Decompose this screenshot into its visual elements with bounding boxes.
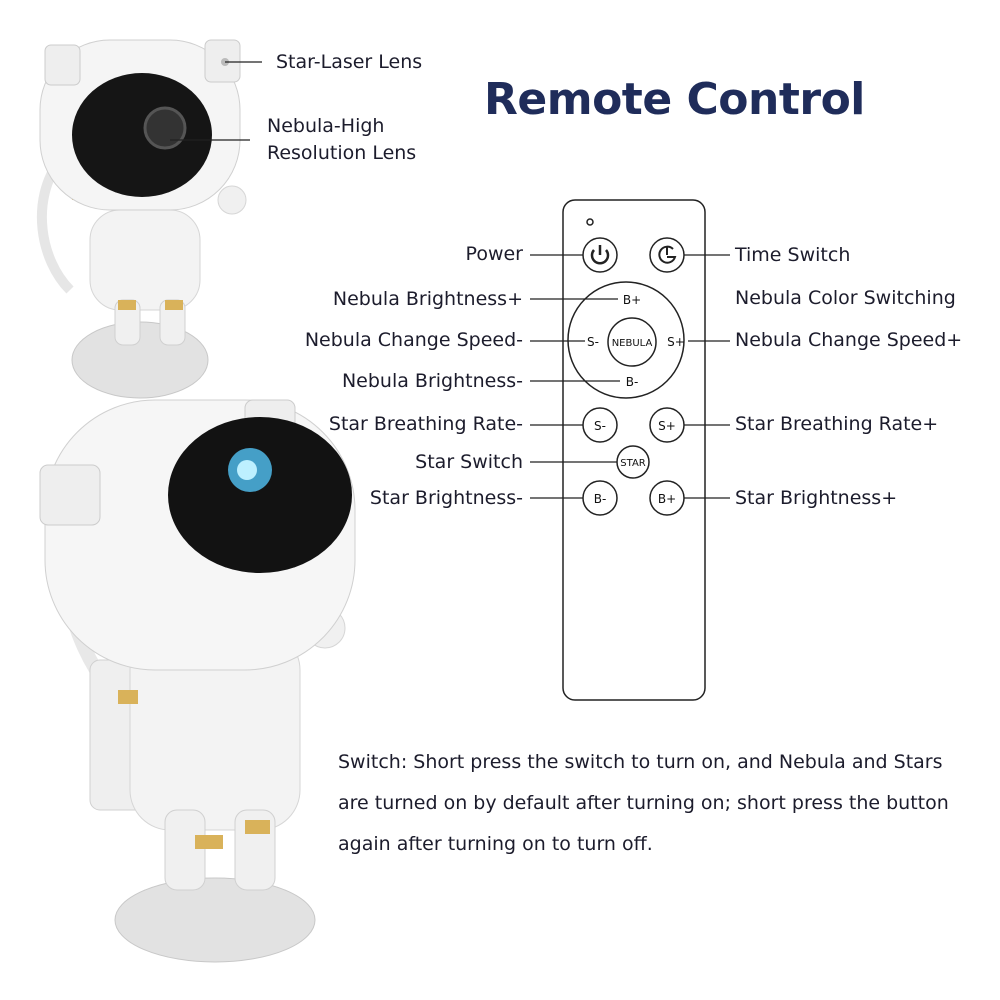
label-nebula-lens-2: Resolution Lens [267, 142, 417, 164]
btn-nebula: NEBULA [612, 338, 653, 349]
label-time-switch: Time Switch [735, 244, 851, 266]
btn-star: STAR [620, 458, 646, 469]
note-line-2: are turned on by default after turning o… [338, 792, 949, 814]
label-nebula-brightness-up: Nebula Brightness+ [332, 288, 523, 310]
label-nebula-speed-down: Nebula Change Speed- [304, 329, 523, 351]
btn-star-s-minus: S- [594, 419, 606, 433]
label-nebula-color: Nebula Color Switching [735, 287, 956, 309]
note-line-1: Switch: Short press the switch to turn o… [338, 751, 943, 773]
label-star-breathing-down: Star Breathing Rate- [328, 413, 523, 435]
label-power: Power [465, 243, 523, 265]
btn-b-minus: B- [626, 375, 639, 389]
label-star-laser-lens: Star-Laser Lens [276, 51, 423, 73]
btn-star-b-plus: B+ [658, 492, 676, 506]
note-line-3: again after turning on to turn off. [338, 833, 653, 855]
label-nebula-brightness-down: Nebula Brightness- [341, 370, 523, 392]
btn-s-plus: S+ [667, 335, 685, 349]
label-star-switch: Star Switch [415, 451, 523, 473]
label-star-brightness-up: Star Brightness+ [735, 487, 898, 509]
astronaut-small-illustration [36, 39, 247, 399]
btn-star-s-plus: S+ [658, 419, 676, 433]
btn-star-b-minus: B- [594, 492, 607, 506]
label-nebula-lens-1: Nebula-High [267, 115, 385, 137]
label-star-breathing-up: Star Breathing Rate+ [735, 413, 939, 435]
page-title: Remote Control [484, 74, 865, 125]
remote-control [562, 199, 706, 701]
leader-lines [170, 61, 730, 499]
label-star-brightness-down: Star Brightness- [369, 487, 523, 509]
btn-b-plus: B+ [623, 293, 641, 307]
label-nebula-speed-up: Nebula Change Speed+ [735, 329, 963, 351]
btn-s-minus: S- [587, 335, 599, 349]
astronaut-large-illustration [39, 399, 356, 963]
